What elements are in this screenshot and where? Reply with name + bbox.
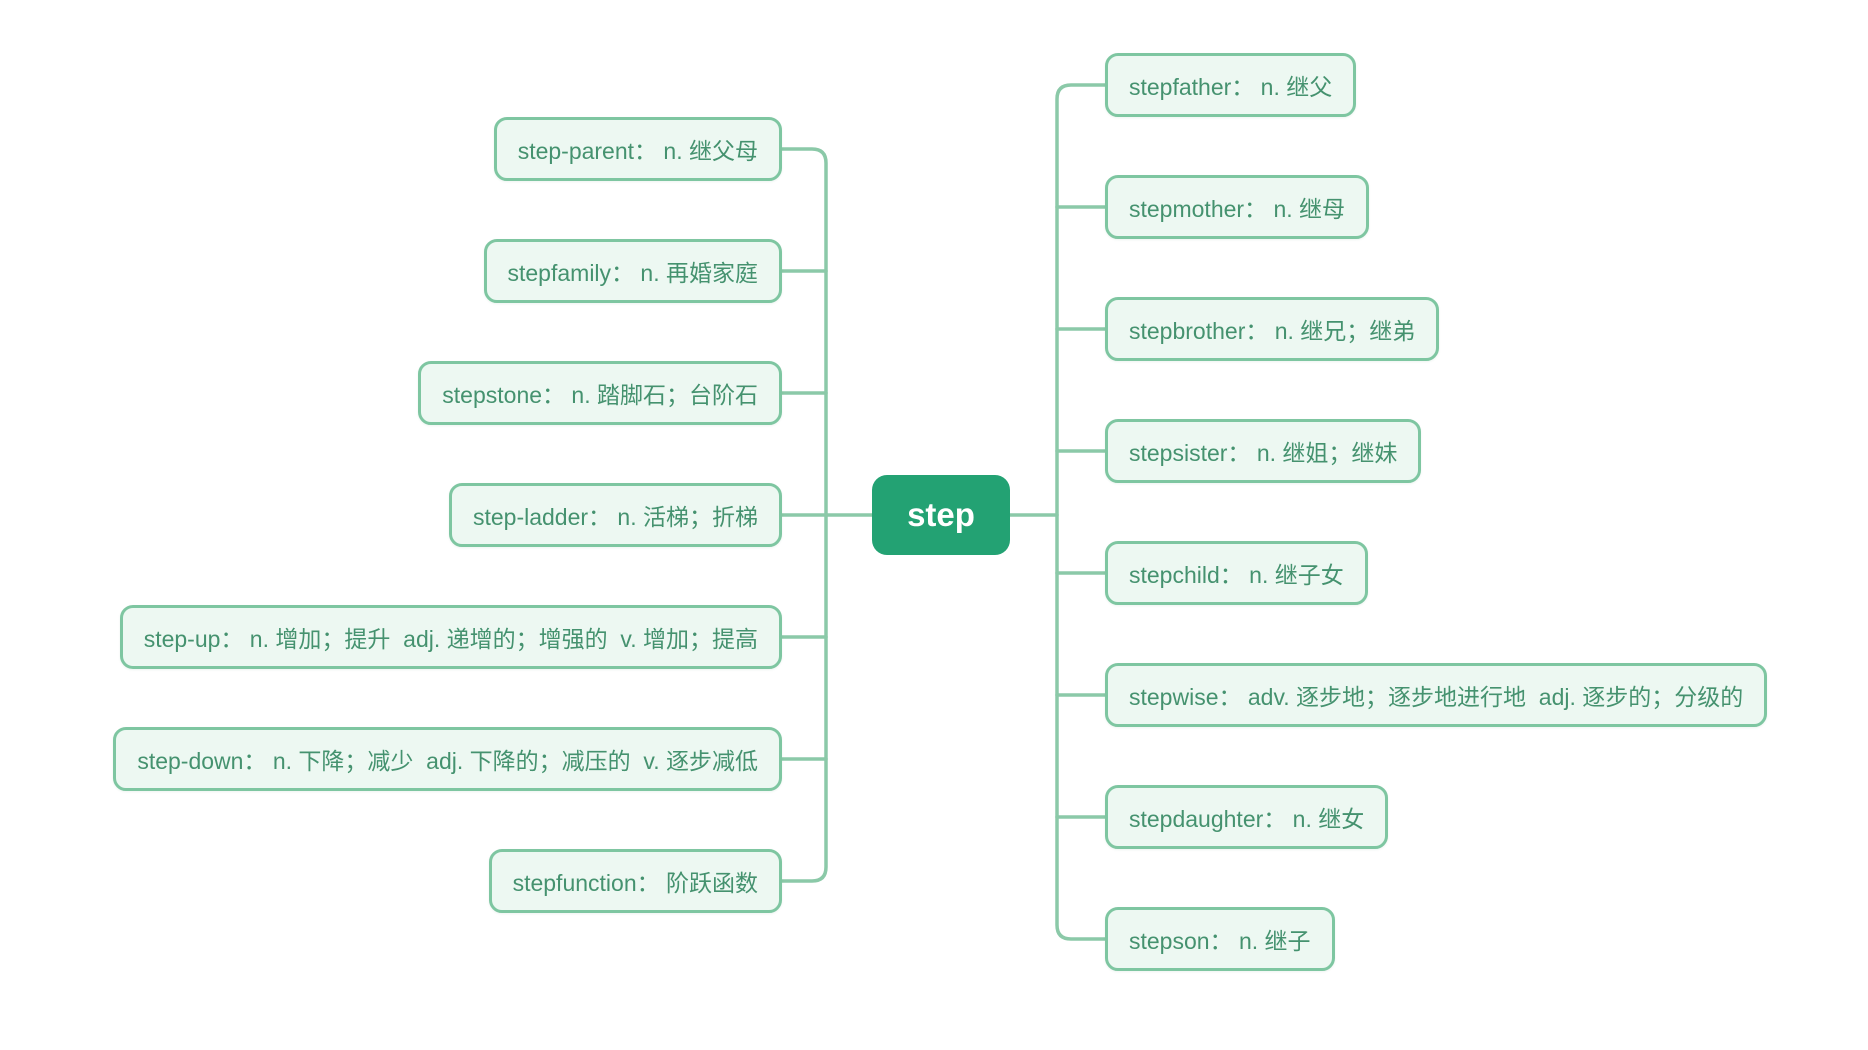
node-stepbrother[interactable]: stepbrother： n. 继兄；继弟 bbox=[1105, 297, 1440, 361]
node-stepmother[interactable]: stepmother： n. 继母 bbox=[1105, 175, 1370, 239]
node-stepstone[interactable]: stepstone： n. 踏脚石；台阶石 bbox=[418, 361, 782, 425]
node-step-parent[interactable]: step-parent： n. 继父母 bbox=[493, 117, 782, 181]
node-stepfamily[interactable]: stepfamily： n. 再婚家庭 bbox=[483, 239, 782, 303]
node-stepsister[interactable]: stepsister： n. 继姐；继妹 bbox=[1105, 419, 1422, 483]
node-stepdaughter[interactable]: stepdaughter： n. 继女 bbox=[1105, 785, 1389, 849]
root-node-step[interactable]: step bbox=[872, 475, 1010, 555]
right-trunk-line bbox=[1055, 83, 1107, 941]
node-step-ladder[interactable]: step-ladder： n. 活梯；折梯 bbox=[448, 483, 782, 547]
node-stepson[interactable]: stepson： n. 继子 bbox=[1105, 907, 1335, 971]
node-step-down[interactable]: step-down： n. 下降；减少 adj. 下降的；减压的 v. 逐步减低 bbox=[113, 727, 782, 791]
node-step-up[interactable]: step-up： n. 增加；提升 adj. 递增的；增强的 v. 增加；提高 bbox=[119, 605, 782, 669]
node-stepfather[interactable]: stepfather： n. 继父 bbox=[1105, 53, 1357, 117]
node-stepfunction[interactable]: stepfunction： 阶跃函数 bbox=[488, 849, 782, 913]
node-stepwise[interactable]: stepwise： adv. 逐步地；逐步地进行地 adj. 逐步的；分级的 bbox=[1105, 663, 1768, 727]
node-stepchild[interactable]: stepchild： n. 继子女 bbox=[1105, 541, 1368, 605]
